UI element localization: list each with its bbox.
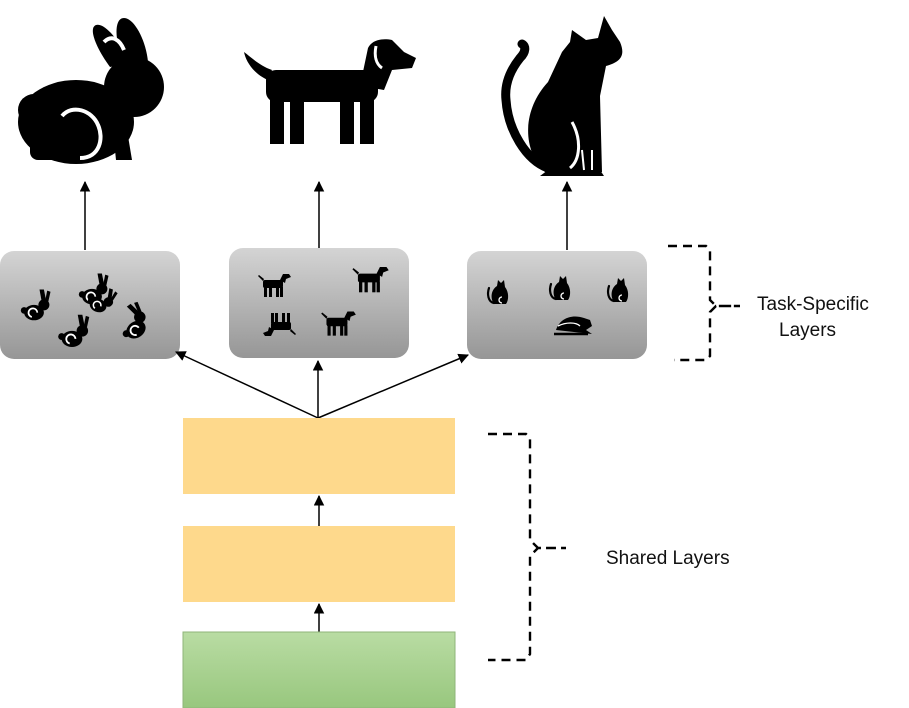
- task-specific-label: Task-Specific Layers: [757, 292, 869, 344]
- dog-icon: [244, 39, 416, 144]
- shared-layer-top: [183, 418, 455, 494]
- task-box-rabbit: [0, 251, 180, 359]
- cat-icon: [501, 16, 623, 176]
- task-specific-label-line2: Layers: [779, 320, 837, 341]
- shared-layer-middle: [183, 526, 455, 602]
- arrow-shared-to-cat: [317, 353, 469, 419]
- task-specific-brace: [668, 244, 740, 362]
- task-box-cat: [467, 251, 647, 359]
- cat-group-icon: [486, 274, 630, 336]
- rabbit-icon: [18, 18, 164, 164]
- shared-layers-label: Shared Layers: [606, 548, 730, 569]
- task-specific-label-line1: Task-Specific: [757, 294, 869, 315]
- arrow-shared-to-rabbit: [175, 351, 319, 419]
- shared-layers-brace: [488, 432, 566, 662]
- input-layer: [182, 631, 456, 708]
- task-box-dog: [229, 248, 409, 358]
